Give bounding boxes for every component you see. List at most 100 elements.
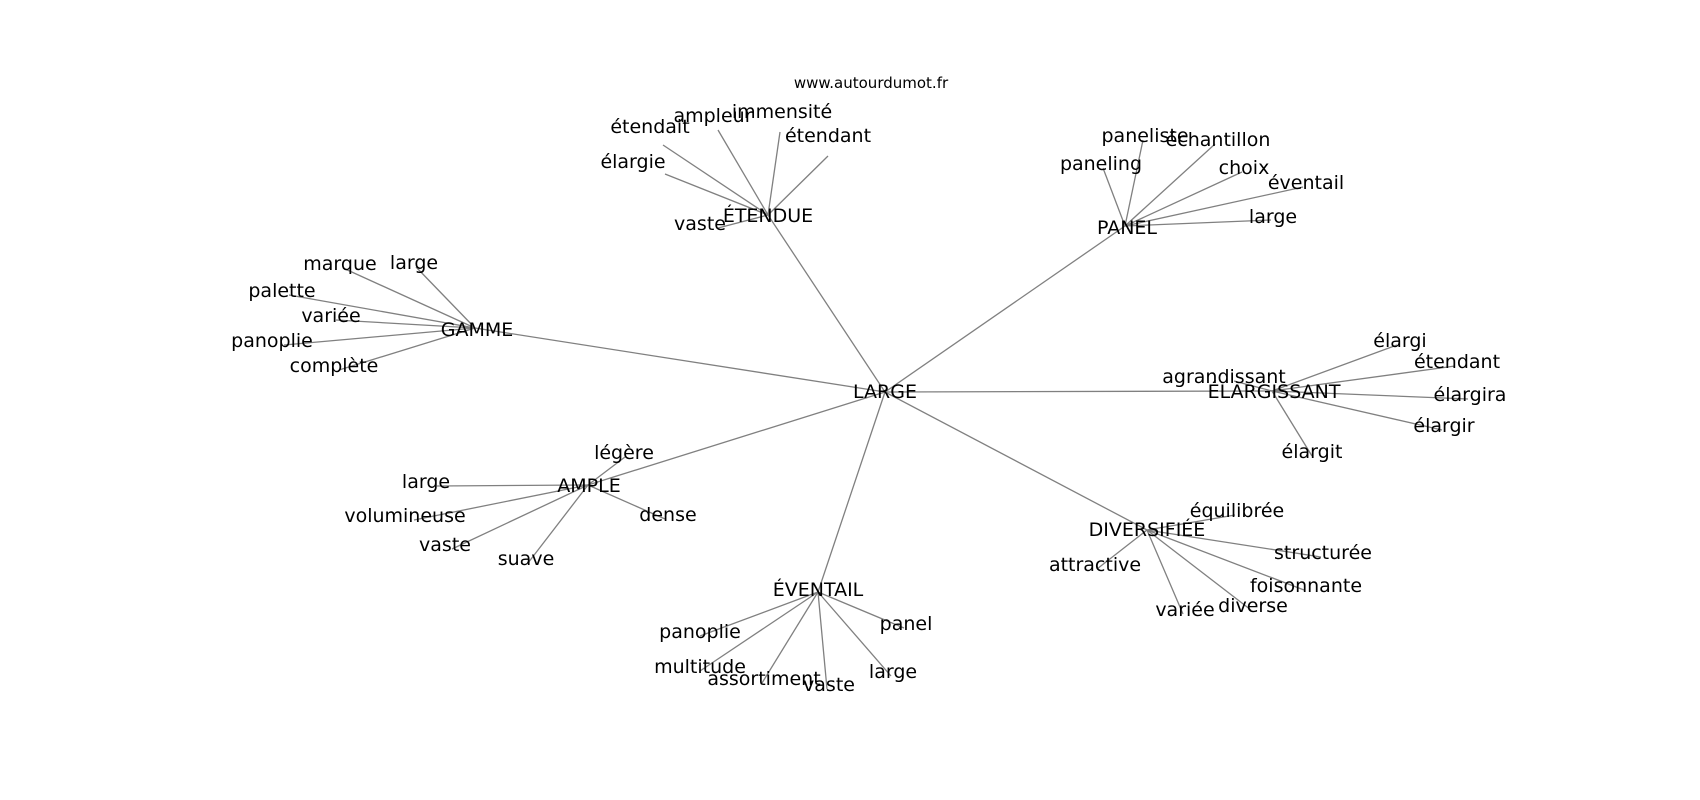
ample-edge [587, 484, 666, 520]
etendue-leaf-word: vaste [674, 213, 726, 235]
etendue-edge [717, 129, 769, 216]
etendue-hub-word: ÉTENDUE [723, 204, 813, 227]
gamme-edge [342, 267, 476, 329]
eventail-leaf-word: vaste [803, 674, 855, 696]
etendue-edge [662, 144, 769, 216]
diversifiee-leaf-word: diverse [1218, 595, 1288, 617]
gamme-leaf-word: panoplie [231, 330, 313, 352]
eventail-leaf-word: large [869, 661, 917, 683]
elargissant-edge [1271, 365, 1456, 392]
eventail-edge [699, 591, 819, 672]
eventail-leaf-word: panoplie [659, 621, 741, 643]
diversifiee-hub-word: DIVERSIFIÉE [1089, 518, 1206, 541]
ample-leaf-word: dense [639, 504, 696, 526]
gamme-edge [283, 327, 476, 346]
etendue-leaf-word: étendait [610, 116, 689, 138]
diversifiee-edge [1146, 529, 1252, 611]
root-to-eventail-edge [817, 391, 886, 593]
elargissant-leaf-word: élargira [1434, 384, 1507, 406]
gamme-edge [288, 294, 476, 329]
elargissant-leaf-word: étendant [1414, 351, 1500, 373]
eventail-edge [817, 591, 828, 690]
graph-labels: www.autourdumot.fr LARGE ÉTENDUEvasteéla… [231, 74, 1506, 696]
diversifiee-edge [1146, 529, 1322, 558]
root-to-elargissant-edge [884, 390, 1273, 393]
source-label: www.autourdumot.fr [794, 74, 949, 92]
diversifiee-leaf-word: attractive [1049, 554, 1141, 576]
eventail-edge [761, 591, 819, 684]
panel-hub-word: PANEL [1097, 217, 1157, 239]
gamme-edge [415, 266, 476, 329]
gamme-leaf-word: complète [290, 355, 379, 377]
panel-edge [1124, 186, 1304, 227]
panel-edge [1102, 167, 1126, 227]
ample-edge [527, 484, 589, 564]
panel-leaf-word: large [1249, 206, 1297, 228]
elargissant-edge [1271, 344, 1398, 392]
elargissant-leaf-word: élargir [1413, 415, 1474, 437]
gamme-leaf-word: large [390, 252, 438, 274]
ample-leaf-word: suave [498, 548, 555, 570]
etendue-edge [664, 173, 769, 216]
etendue-leaf-word: élargie [600, 151, 665, 173]
etendue-leaf-word: étendant [785, 125, 871, 147]
elargissant-edge [1271, 390, 1313, 457]
diversifiee-edge [1146, 529, 1305, 591]
graph-edges [283, 129, 1469, 690]
diversifiee-leaf-word: structurée [1274, 542, 1372, 564]
panel-leaf-word: éventail [1268, 172, 1344, 194]
root-word: LARGE [853, 381, 917, 403]
gamme-leaf-word: palette [248, 280, 315, 302]
ample-leaf-word: large [402, 471, 450, 493]
etendue-edge [717, 214, 769, 229]
eventail-hub-word: ÉVENTAIL [773, 578, 864, 601]
eventail-edge [817, 591, 892, 677]
elargissant-edge [1271, 390, 1443, 431]
etendue-edge [767, 131, 781, 216]
ample-leaf-word: légère [594, 442, 654, 464]
root-to-ample-edge [587, 391, 886, 486]
panel-edge [1124, 171, 1243, 227]
root-to-etendue-edge [767, 214, 886, 393]
root-to-gamme-edge [474, 327, 886, 393]
eventail-leaf-word: panel [880, 613, 933, 635]
gamme-hub-word: GAMME [441, 319, 514, 341]
gamme-leaf-word: marque [303, 253, 376, 275]
eventail-leaf-word: multitude [654, 656, 746, 678]
panel-leaf-word: choix [1219, 157, 1270, 179]
panel-edge [1124, 219, 1272, 227]
etendue-edge [767, 155, 829, 216]
ample-leaf-word: volumineuse [344, 505, 465, 527]
etendue-leaf-word: immensité [732, 101, 832, 123]
root-to-diversifiee-edge [884, 391, 1148, 531]
panel-edge [1124, 139, 1144, 227]
diversifiee-leaf-word: foisonnante [1250, 575, 1362, 597]
eventail-edge [817, 591, 905, 629]
ample-leaf-word: vaste [419, 534, 471, 556]
gamme-edge [338, 327, 476, 371]
diversifiee-leaf-word: équilibrée [1190, 500, 1284, 522]
panel-edge [1124, 143, 1216, 227]
panel-leaf-word: paneling [1060, 153, 1142, 175]
diversifiee-edge [1146, 529, 1184, 615]
elargissant-edge [1233, 380, 1273, 392]
ample-edge [587, 456, 626, 486]
elargissant-leaf-word: élargi [1373, 330, 1426, 352]
eventail-leaf-word: assortiment [707, 668, 820, 690]
elargissant-hub-word: ÉLARGISSANT [1208, 380, 1341, 403]
ample-edge [451, 484, 589, 550]
diversifiee-leaf-word: variée [1155, 599, 1214, 621]
elargissant-leaf-word: agrandissant [1162, 366, 1285, 388]
etendue-leaf-word: ampleur [673, 105, 752, 127]
gamme-leaf-word: variée [301, 305, 360, 327]
panel-leaf-word: paneliste [1101, 125, 1188, 147]
gamme-edge [335, 319, 476, 329]
ample-hub-word: AMPLE [557, 475, 620, 497]
diversifiee-edge [1096, 529, 1148, 570]
panel-leaf-word: échantillon [1166, 129, 1271, 151]
root-to-panel-edge [884, 225, 1126, 393]
ample-edge [436, 484, 589, 487]
ample-edge [413, 484, 589, 521]
eventail-edge [699, 591, 819, 637]
